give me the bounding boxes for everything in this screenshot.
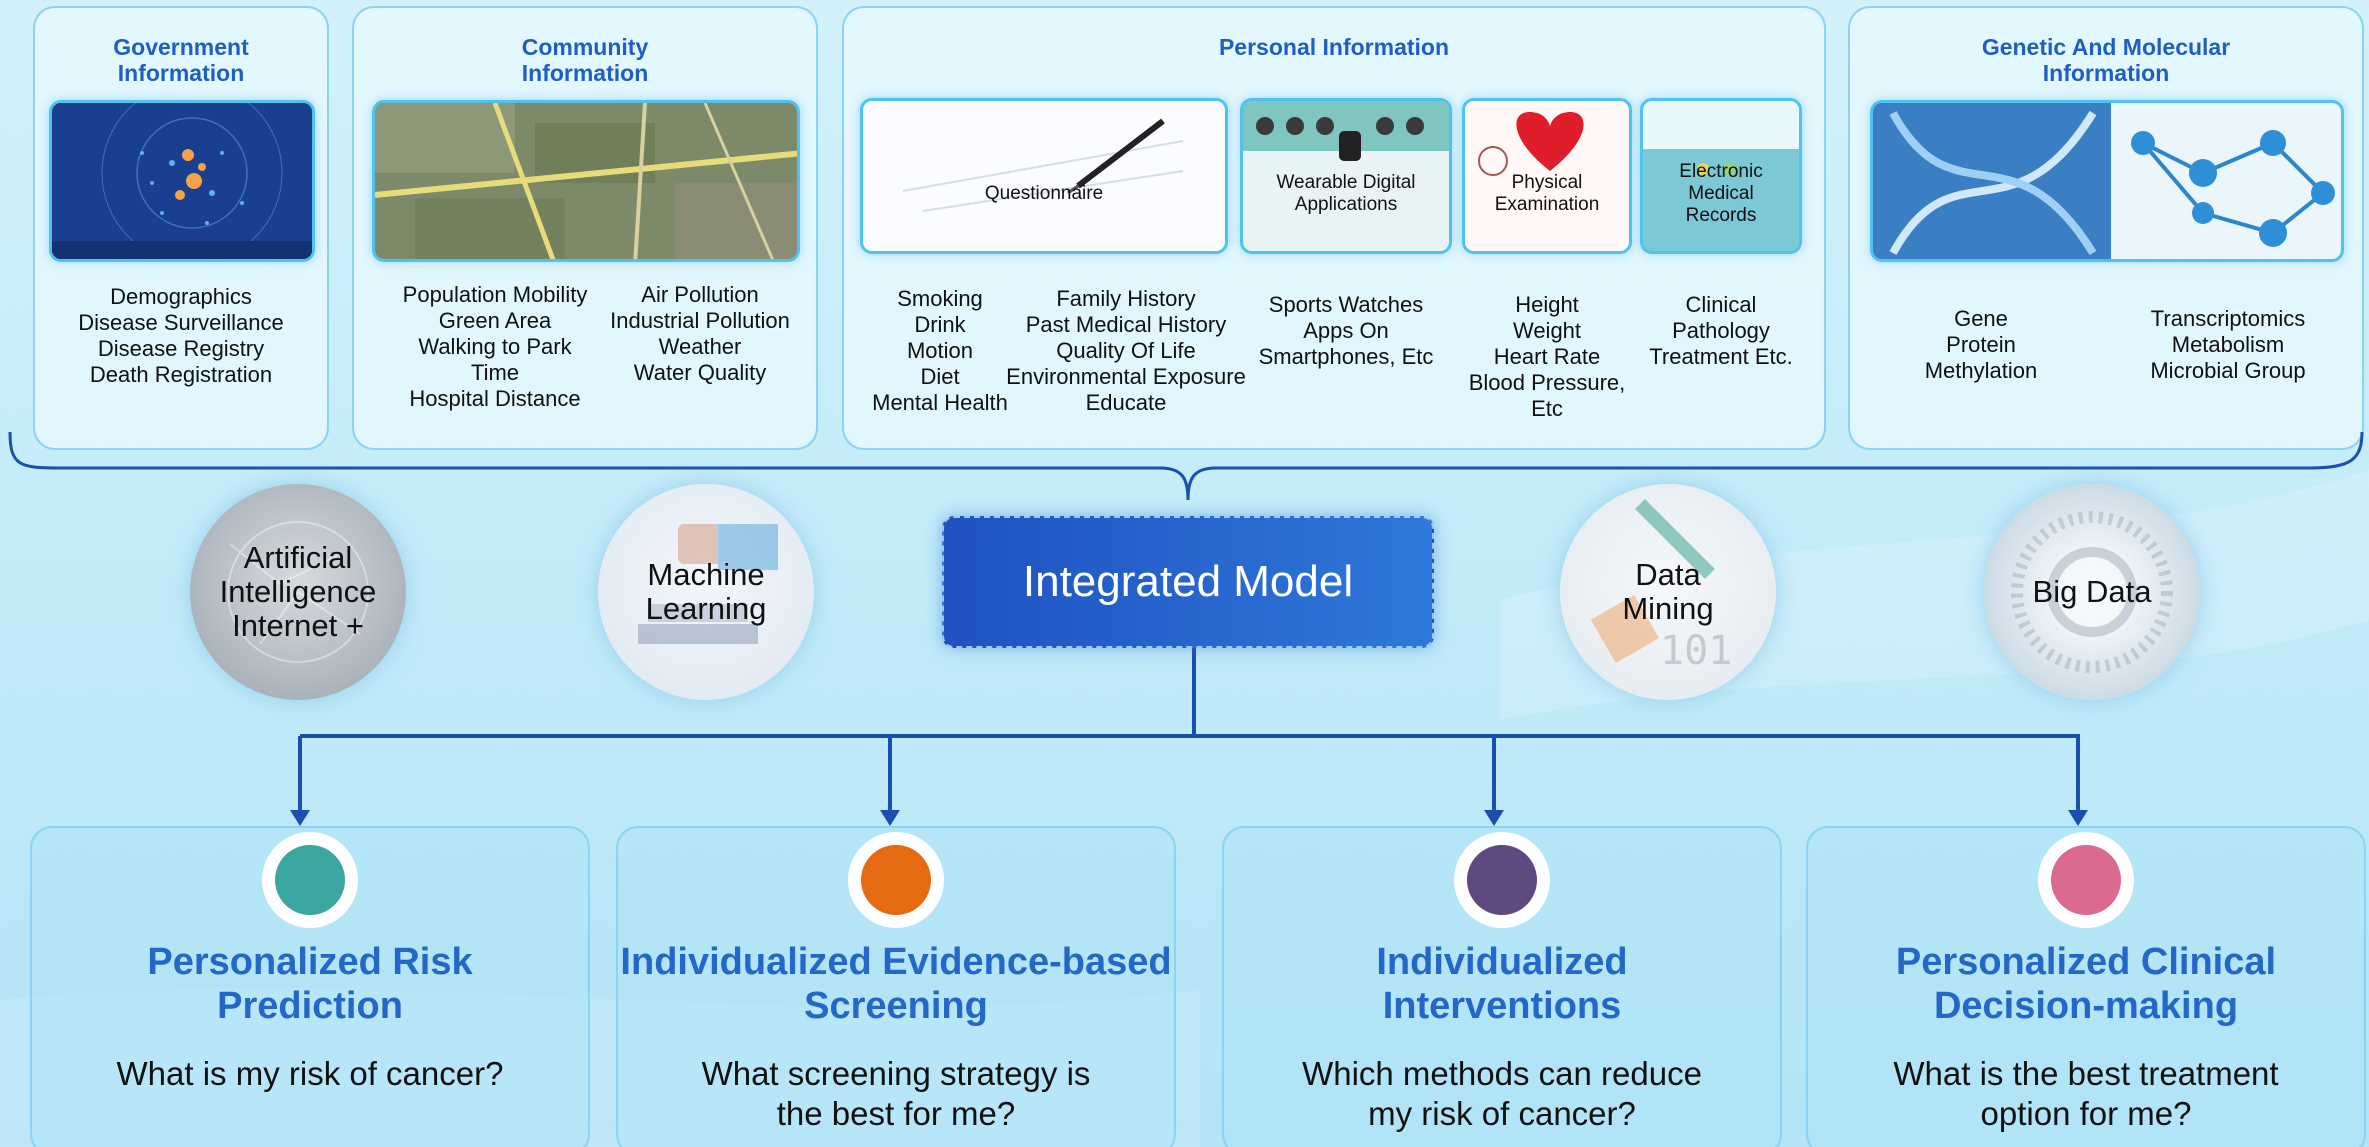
integrated-model-box: Integrated Model	[942, 516, 1434, 648]
questionnaire-col2: Family History Past Medical History Qual…	[1004, 286, 1248, 416]
physical-exam-label: Physical Examination	[1494, 172, 1600, 215]
list-item: Environmental Exposure	[1006, 364, 1246, 389]
government-panel: Government Information Demographics Dise…	[33, 6, 329, 450]
wearable-image: Wearable Digital Applications	[1240, 98, 1452, 254]
list-item: Quality Of Life	[1056, 338, 1196, 363]
community-col2: Air Pollution Industrial Pollution Weath…	[598, 282, 802, 386]
list-item: Demographics	[110, 284, 252, 309]
community-title: Community Information	[521, 34, 649, 86]
list-item: Heart Rate	[1493, 344, 1601, 369]
questionnaire-image: Questionnaire	[860, 98, 1228, 254]
genetic-panel: Genetic And Molecular Information Gene P…	[1848, 6, 2364, 450]
list-item: Microbial Group	[2150, 358, 2306, 383]
community-col1: Population Mobility Green Area Walking t…	[384, 282, 606, 412]
list-item: Industrial Pollution	[610, 308, 790, 333]
list-item: Transcriptomics	[2150, 306, 2306, 331]
list-item: Clinical	[1685, 292, 1757, 317]
list-item: Air Pollution	[641, 282, 759, 307]
personal-panel: Personal Information Questionnaire Weara…	[842, 6, 1826, 450]
list-item: Hospital Distance	[409, 386, 581, 411]
outcome-dot	[275, 845, 345, 915]
outcome-question: What is the best treatment option for me…	[1893, 1055, 2279, 1132]
surveillance-map-image	[49, 100, 315, 262]
outcome-title: Personalized Clinical Decision-making	[1895, 941, 2277, 1027]
outcome-card-risk-prediction: Personalized Risk Prediction What is my …	[30, 826, 590, 1147]
list-item: Smartphones, Etc	[1258, 344, 1434, 369]
emr-label: Electronic Medical Records	[1679, 161, 1763, 226]
dna-molecule-image	[1870, 100, 2344, 262]
list-item: Gene	[1954, 306, 2008, 331]
list-item: Green Area	[438, 308, 552, 333]
list-item: Death Registration	[89, 362, 273, 387]
big-data-circle: Big Data	[1984, 484, 2200, 700]
personal-title: Personal Information	[1218, 34, 1450, 60]
list-item: Motion	[906, 338, 974, 363]
outcome-card-clinical-decision: Personalized Clinical Decision-making Wh…	[1806, 826, 2366, 1147]
questionnaire-label: Questionnaire	[984, 183, 1104, 204]
outcome-dot	[2051, 845, 2121, 915]
list-item: Treatment Etc.	[1649, 344, 1793, 369]
list-item: Methylation	[1924, 358, 2038, 383]
genetic-col2: Transcriptomics Metabolism Microbial Gro…	[2108, 306, 2348, 384]
wearable-items: Sports Watches Apps On Smartphones, Etc	[1238, 292, 1454, 370]
outcome-dot	[861, 845, 931, 915]
physical-exam-image: Physical Examination	[1462, 98, 1632, 254]
list-item: Smoking	[897, 286, 983, 311]
list-item: Diet	[920, 364, 960, 389]
ml-circle: Machine Learning	[598, 484, 814, 700]
list-item: Height	[1515, 292, 1579, 317]
list-item: Weight	[1512, 318, 1582, 343]
list-item: Educate	[1085, 390, 1167, 415]
list-item: Blood Pressure,	[1468, 370, 1626, 395]
outcome-title: Individualized Evidence-based Screening	[620, 941, 1172, 1027]
physical-items: Height Weight Heart Rate Blood Pressure,…	[1458, 292, 1636, 422]
list-item: Etc	[1531, 396, 1563, 421]
outcome-question: What is my risk of cancer?	[116, 1055, 504, 1092]
genetic-col1: Gene Protein Methylation	[1870, 306, 2092, 384]
outcome-card-screening: Individualized Evidence-based Screening …	[616, 826, 1176, 1147]
integrated-model-label: Integrated Model	[1022, 557, 1354, 606]
list-item: Walking to Park	[418, 334, 572, 359]
list-item: Disease Registry	[97, 336, 265, 361]
ai-circle: Artificial Intelligence Internet +	[190, 484, 406, 700]
svg-text:101: 101	[1660, 628, 1732, 674]
outcome-title: Individualized Interventions	[1376, 941, 1628, 1027]
list-item: Disease Surveillance	[78, 310, 284, 335]
outcome-card-interventions: Individualized Interventions Which metho…	[1222, 826, 1782, 1147]
questionnaire-col1: Smoking Drink Motion Diet Mental Health	[844, 286, 1036, 416]
list-item: Past Medical History	[1025, 312, 1227, 337]
list-item: Water Quality	[633, 360, 767, 385]
genetic-title: Genetic And Molecular Information	[1981, 34, 2231, 86]
data-mining-label: Data Mining	[1622, 557, 1714, 626]
emr-items: Clinical Pathology Treatment Etc.	[1636, 292, 1806, 370]
outcome-title: Personalized Risk Prediction	[147, 941, 473, 1027]
emr-image: Electronic Medical Records	[1640, 98, 1802, 254]
list-item: Apps On	[1303, 318, 1389, 343]
wearable-label: Wearable Digital Applications	[1276, 172, 1416, 215]
list-item: Mental Health	[872, 390, 1008, 415]
list-item: Protein	[1946, 332, 2016, 357]
list-item: Pathology	[1672, 318, 1770, 343]
data-mining-circle: 101 Data Mining	[1560, 484, 1776, 700]
list-item: Sports Watches	[1268, 292, 1424, 317]
ml-label: Machine Learning	[645, 557, 767, 626]
government-items: Demographics Disease Surveillance Diseas…	[35, 284, 327, 388]
outcome-dot	[1467, 845, 1537, 915]
list-item: Time	[470, 360, 520, 385]
community-panel: Community Information Population Mobilit…	[352, 6, 818, 450]
outcome-question: Which methods can reduce my risk of canc…	[1302, 1055, 1702, 1132]
outcome-question: What screening strategy is the best for …	[701, 1055, 1091, 1132]
government-title: Government Information	[113, 34, 249, 86]
list-item: Metabolism	[2171, 332, 2285, 357]
list-item: Population Mobility	[402, 282, 588, 307]
list-item: Family History	[1056, 286, 1196, 311]
big-data-label: Big Data	[2032, 574, 2152, 609]
list-item: Drink	[914, 312, 966, 337]
ai-label: Artificial Intelligence Internet +	[219, 540, 377, 643]
aerial-map-image	[372, 100, 800, 262]
list-item: Weather	[658, 334, 742, 359]
